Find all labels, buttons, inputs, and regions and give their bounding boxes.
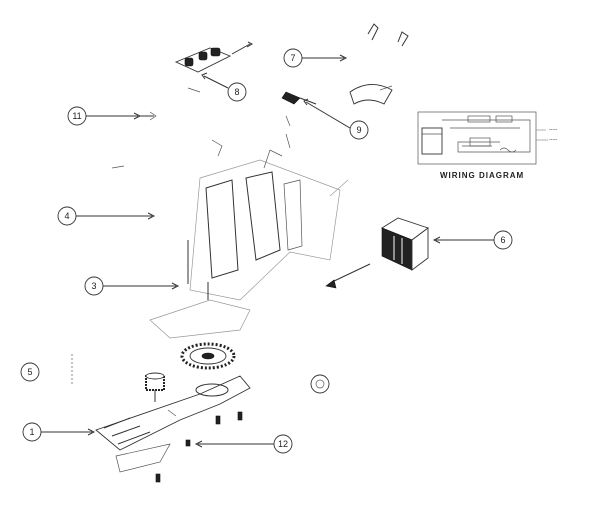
callout-part-9: 9 — [349, 120, 369, 140]
callout-part-4: 4 — [57, 206, 77, 226]
pinion-gear — [145, 372, 165, 402]
main-housing — [149, 139, 349, 339]
svg-text:-----: ----- — [549, 127, 558, 133]
callout-part-5-label: 5 — [27, 367, 32, 377]
callout-part-7-label: 7 — [290, 53, 295, 63]
switch-assembly — [174, 41, 254, 93]
callout-part-4-label: 4 — [64, 211, 69, 221]
transformer — [325, 217, 429, 289]
callout-part-1-label: 1 — [29, 427, 34, 437]
connector-parts — [281, 23, 409, 149]
callout-part-12: 12 — [273, 434, 293, 454]
svg-text:-----: ----- — [549, 137, 558, 143]
callout-part-8-label: 8 — [234, 87, 239, 97]
callout-part-1: 1 — [22, 422, 42, 442]
callout-part-3-label: 3 — [91, 281, 96, 291]
callout-part-9-label: 9 — [356, 125, 361, 135]
callout-part-6-label: 6 — [500, 235, 505, 245]
blade-assembly — [71, 354, 251, 483]
washer — [310, 374, 330, 394]
callout-part-6: 6 — [493, 230, 513, 250]
callout-part-3: 3 — [84, 276, 104, 296]
callout-part-7: 7 — [283, 48, 303, 68]
callout-part-5: 5 — [20, 362, 40, 382]
small-screw — [111, 111, 157, 169]
leader-lines — [41, 54, 494, 448]
callout-part-11-label: 11 — [72, 111, 81, 121]
drive-gear — [180, 342, 236, 370]
wiring-diagram: ----- ----- WIRING DIAGRAM — [417, 111, 558, 180]
callout-part-12-label: 12 — [278, 439, 288, 449]
callout-part-11: 11 — [67, 106, 87, 126]
wiring-diagram-caption: WIRING DIAGRAM — [440, 171, 524, 180]
callout-part-8: 8 — [227, 82, 247, 102]
